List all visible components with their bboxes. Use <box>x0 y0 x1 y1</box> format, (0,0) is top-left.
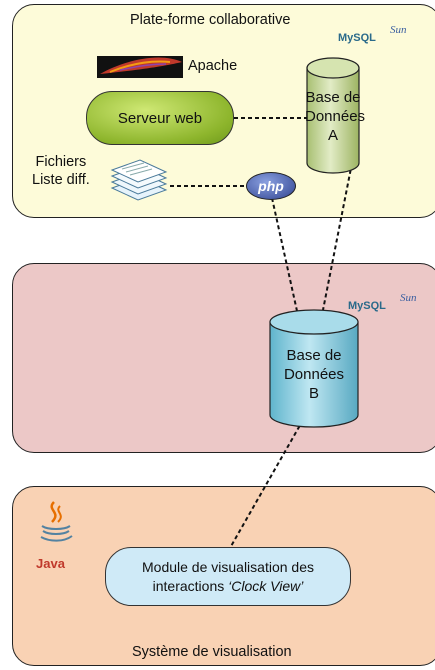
web-server-node: Serveur web <box>86 91 234 145</box>
module-label-line1: Module de visualisation des <box>142 558 314 575</box>
module-label-line2: interactions ‘Clock View’ <box>152 577 304 594</box>
database-b-cylinder <box>269 309 359 428</box>
clock-view-module-node: Module de visualisation des interactions… <box>105 547 351 606</box>
java-logo <box>40 501 73 542</box>
visualisation-system-title: Système de visualisation <box>132 644 292 660</box>
link-db-b-module <box>229 419 304 549</box>
files-stack-icon <box>110 159 168 201</box>
link-db-a-db-b <box>322 162 353 311</box>
apache-label: Apache <box>188 58 238 74</box>
database-a-cylinder <box>306 57 360 174</box>
link-php-db-b <box>271 197 300 321</box>
php-logo: php <box>246 172 296 200</box>
platform-title: Plate-forme collaborative <box>130 12 291 28</box>
java-label: Java <box>36 556 65 571</box>
mysql-sun-logo-top: MySQL Sun <box>338 24 407 44</box>
apache-feather-icon <box>97 56 183 78</box>
files-label: Fichiers Liste diff. <box>32 154 90 188</box>
mysql-sun-logo-mid: MySQL Sun <box>348 292 417 312</box>
web-server-label: Serveur web <box>117 109 203 127</box>
database-panel <box>12 263 435 453</box>
